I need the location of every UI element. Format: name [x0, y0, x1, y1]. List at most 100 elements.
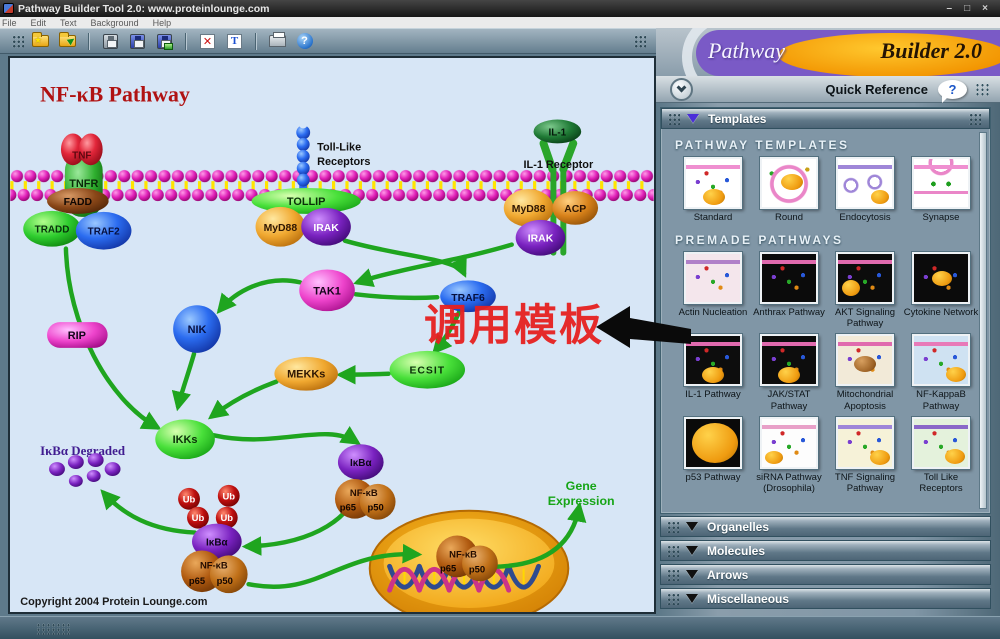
- accordion-arrows[interactable]: Arrows: [660, 564, 991, 585]
- accordion-miscellaneous[interactable]: Miscellaneous: [660, 588, 991, 609]
- quick-reference-grip[interactable]: [975, 82, 990, 96]
- open-pathway-button[interactable]: ▶: [57, 31, 78, 51]
- template-round-thumbnail[interactable]: [760, 157, 818, 209]
- premade-p53[interactable]: p53 Pathway: [675, 416, 751, 494]
- node-ecsit[interactable]: ECSIT: [389, 350, 466, 389]
- export-image-button[interactable]: [154, 31, 175, 51]
- template-standard-thumbnail[interactable]: [684, 157, 742, 209]
- templates-scrollbar[interactable]: [979, 132, 987, 509]
- menu-help[interactable]: Help: [152, 17, 172, 28]
- accordion-grip[interactable]: [667, 592, 679, 605]
- minimize-button[interactable]: –: [946, 3, 953, 14]
- node-traf6[interactable]: TRAF6: [440, 280, 496, 313]
- template-synapse-thumbnail[interactable]: [912, 157, 970, 209]
- premade-jakstat[interactable]: JAK/STAT Pathway: [751, 334, 827, 412]
- save-as-button[interactable]: [127, 31, 148, 51]
- node-irak-left[interactable]: IRAK: [301, 207, 351, 246]
- gene-expression-label: Gene Expression: [548, 479, 615, 508]
- templates-header[interactable]: Templates: [661, 108, 990, 129]
- node-mekks[interactable]: MEKKs: [274, 356, 338, 391]
- template-synapse[interactable]: Synapse: [903, 157, 979, 224]
- accordion-organelles[interactable]: Organelles: [660, 516, 991, 537]
- node-tradd[interactable]: TRADD: [23, 210, 81, 247]
- template-round[interactable]: Round: [751, 157, 827, 224]
- template-endocytosis-thumbnail[interactable]: [836, 157, 894, 209]
- node-ikks[interactable]: IKKs: [155, 419, 215, 460]
- premade-actin-nucleation[interactable]: Actin Nucleation: [675, 252, 751, 329]
- premade-thumbnail[interactable]: [836, 252, 894, 304]
- close-button[interactable]: ×: [982, 3, 988, 14]
- svg-text:Gene: Gene: [566, 479, 597, 493]
- accordion-molecules[interactable]: Molecules: [660, 540, 991, 561]
- signal-arrows[interactable]: [63, 238, 587, 589]
- premade-thumbnail[interactable]: [912, 416, 970, 469]
- collapse-panel-button[interactable]: [670, 77, 693, 101]
- premade-thumbnail[interactable]: [912, 252, 970, 304]
- templates-grip-right[interactable]: [969, 112, 981, 125]
- premade-mitochondrial-apoptosis[interactable]: Mitochondrial Apoptosis: [827, 334, 903, 412]
- dna-helix[interactable]: [387, 563, 541, 593]
- premade-cytokine[interactable]: Cytokine Network: [903, 252, 979, 329]
- premade-thumbnail[interactable]: [684, 334, 742, 387]
- toolbar-grip[interactable]: [12, 34, 24, 48]
- ubiquitin-complex[interactable]: Ub Ub Ub Ub IκBα NF-κB p65 p50: [178, 484, 248, 594]
- chevron-down-icon: [686, 594, 698, 603]
- menu-file[interactable]: File: [2, 17, 17, 28]
- node-tak1[interactable]: TAK1: [299, 269, 355, 312]
- node-rip[interactable]: RIP: [47, 322, 108, 348]
- statusbar-grip[interactable]: [36, 623, 70, 635]
- premade-thumbnail[interactable]: [836, 334, 894, 387]
- premade-thumbnail[interactable]: [836, 416, 894, 469]
- premade-thumbnail[interactable]: [760, 416, 818, 469]
- premade-thumbnail[interactable]: [684, 416, 742, 469]
- toolbar-grip-right[interactable]: [634, 34, 646, 48]
- chevron-down-icon: [686, 570, 698, 579]
- premade-thumbnail[interactable]: [760, 334, 818, 387]
- node-il1[interactable]: IL-1: [533, 119, 582, 144]
- menu-text[interactable]: Text: [60, 17, 77, 28]
- quick-reference-help-icon[interactable]: ?: [938, 79, 967, 103]
- premade-anthrax[interactable]: Anthrax Pathway: [751, 252, 827, 329]
- svg-text:TAK1: TAK1: [313, 285, 341, 297]
- accordion-grip[interactable]: [667, 520, 679, 533]
- ikba-nfkb-complex[interactable]: IκBα NF-κB p65 p50: [334, 444, 396, 520]
- premade-thumbnail[interactable]: [684, 252, 742, 304]
- premade-thumbnail[interactable]: [760, 252, 818, 304]
- svg-text:IL-1: IL-1: [549, 127, 567, 138]
- save-button[interactable]: [100, 31, 121, 51]
- node-fadd[interactable]: FADD: [47, 188, 109, 214]
- node-myd88-left[interactable]: MyD88: [255, 206, 306, 247]
- premade-sirna[interactable]: siRNA Pathway (Drosophila): [751, 416, 827, 494]
- templates-grip[interactable]: [668, 112, 680, 125]
- premade-thumbnail[interactable]: [912, 334, 970, 387]
- premade-nfkappab[interactable]: NF-KappaB Pathway: [903, 334, 979, 412]
- node-irak-right[interactable]: IRAK: [515, 219, 566, 256]
- premade-toll-like-receptors[interactable]: Toll Like Receptors: [903, 416, 979, 494]
- new-pathway-button[interactable]: ★: [30, 31, 51, 51]
- menu-background[interactable]: Background: [90, 17, 139, 28]
- premade-akt[interactable]: AKT Signaling Pathway: [827, 252, 903, 329]
- text-tool-button[interactable]: T: [224, 31, 245, 51]
- delete-button[interactable]: ✕: [197, 31, 218, 51]
- template-endocytosis[interactable]: Endocytosis: [827, 157, 903, 224]
- node-tnf[interactable]: TNF: [60, 133, 103, 166]
- accordion-grip[interactable]: [667, 544, 679, 557]
- pathway-canvas[interactable]: NF-κB Pathway: [8, 56, 656, 614]
- print-button[interactable]: [267, 31, 288, 51]
- premade-il1[interactable]: IL-1 Pathway: [675, 334, 751, 411]
- svg-text:NIK: NIK: [188, 324, 207, 336]
- maximize-button[interactable]: □: [964, 3, 971, 14]
- help-button[interactable]: ?: [294, 31, 315, 51]
- node-traf2[interactable]: TRAF2: [75, 211, 132, 250]
- svg-text:NF-κB: NF-κB: [350, 487, 378, 498]
- nuclear-nfkb[interactable]: NF-κB p65 p50: [436, 535, 498, 582]
- node-nik[interactable]: NIK: [173, 305, 221, 353]
- template-standard[interactable]: Standard: [675, 157, 751, 224]
- node-myd88-right[interactable]: MyD88: [503, 189, 554, 227]
- node-acp[interactable]: ACP: [552, 191, 599, 225]
- pathway-templates-heading: PATHWAY TEMPLATES: [675, 138, 850, 152]
- menu-edit[interactable]: Edit: [30, 17, 47, 28]
- ikba-degraded[interactable]: IκBα Degraded: [40, 444, 126, 487]
- accordion-grip[interactable]: [667, 568, 679, 581]
- premade-tnf-signaling[interactable]: TNF Signaling Pathway: [827, 416, 903, 494]
